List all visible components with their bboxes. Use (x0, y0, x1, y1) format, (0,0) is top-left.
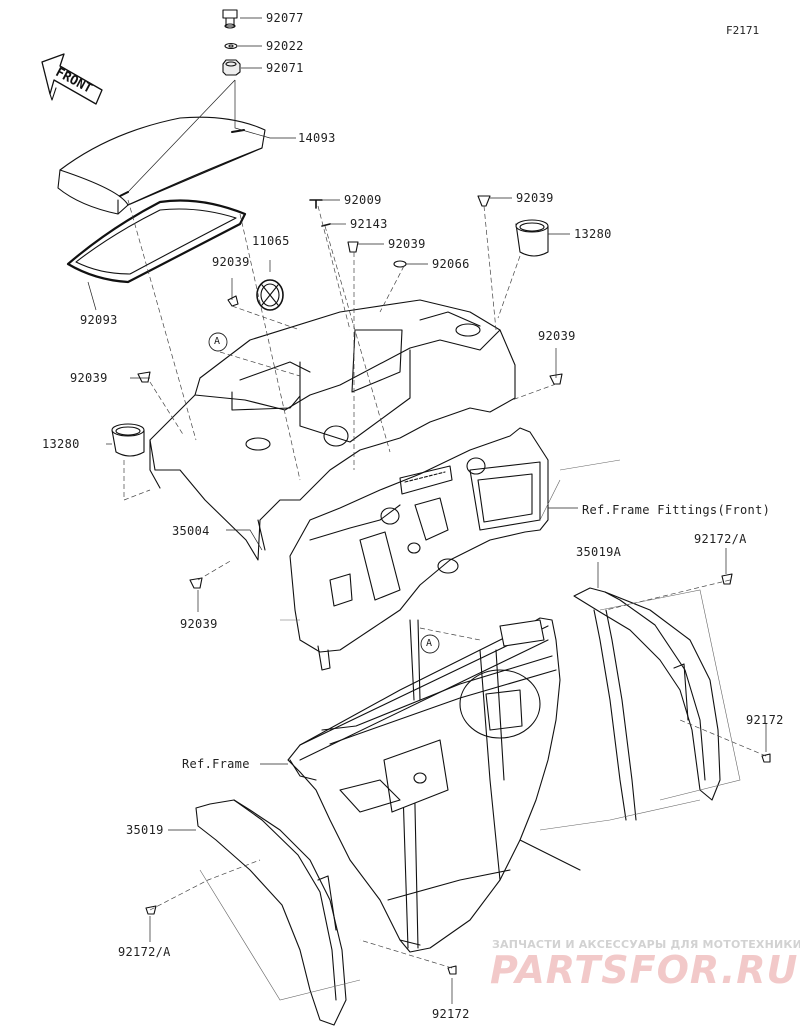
label-92143: 92143 (350, 217, 388, 231)
clip-icons (137, 195, 771, 975)
cap-11065-icon (256, 279, 284, 311)
label-13280-b: 13280 (42, 437, 80, 451)
label-92022: 92022 (266, 39, 304, 53)
label-92039-d: 92039 (538, 329, 576, 343)
washer-92022-icon (224, 42, 238, 50)
front-label: FRONT (53, 65, 95, 97)
nut-92071-icon (222, 59, 241, 76)
label-92039-f: 92039 (180, 617, 218, 631)
label-92172A-a: 92172/A (694, 532, 747, 546)
label-92093: 92093 (80, 313, 118, 327)
label-35004: 35004 (172, 524, 210, 538)
watermark-subtitle: ЗАПЧАСТИ И АКСЕССУАРЫ ДЛЯ МОТОТЕХНИКИ (492, 938, 800, 951)
frame-icon (287, 609, 637, 953)
label-92039-b: 92039 (516, 191, 554, 205)
label-14093: 14093 (298, 131, 336, 145)
lid-14093-icon (57, 116, 266, 215)
ref-a-bottom-label: A (426, 638, 433, 649)
label-11065: 11065 (252, 234, 290, 248)
label-ref-frame-fittings: Ref.Frame Fittings(Front) (582, 503, 771, 517)
fender-35019-icon (195, 799, 347, 1026)
figure-code: F2171 (726, 24, 760, 37)
label-92039-e: 92039 (70, 371, 108, 385)
ref-a-top-label: A (214, 336, 221, 347)
watermark-brand: PARTSFOR.RU (490, 948, 799, 992)
dash-cover-35004-icon (149, 299, 516, 561)
label-92172-a: 92172 (746, 713, 784, 727)
label-92066: 92066 (432, 257, 470, 271)
label-92077: 92077 (266, 11, 304, 25)
label-92039-a: 92039 (388, 237, 426, 251)
cup-holder-13280-left-icon (111, 423, 145, 457)
seal-92093-icon (66, 199, 247, 284)
label-92071: 92071 (266, 61, 304, 75)
label-92172A-b: 92172/A (118, 945, 171, 959)
label-92039-c: 92039 (212, 255, 250, 269)
front-arrow-icon (41, 53, 103, 105)
fastener-92077-icon (222, 9, 238, 29)
label-35019A: 35019A (576, 545, 622, 559)
fender-35019A-icon (573, 587, 721, 801)
label-13280-a: 13280 (574, 227, 612, 241)
label-ref-frame: Ref.Frame (182, 757, 250, 771)
ref-circle-a-top (208, 332, 228, 352)
ref-circle-a-bottom (420, 634, 440, 654)
cup-holder-13280-right-icon (515, 219, 549, 257)
label-92009: 92009 (344, 193, 382, 207)
label-35019: 35019 (126, 823, 164, 837)
label-92172-b: 92172 (432, 1007, 470, 1021)
